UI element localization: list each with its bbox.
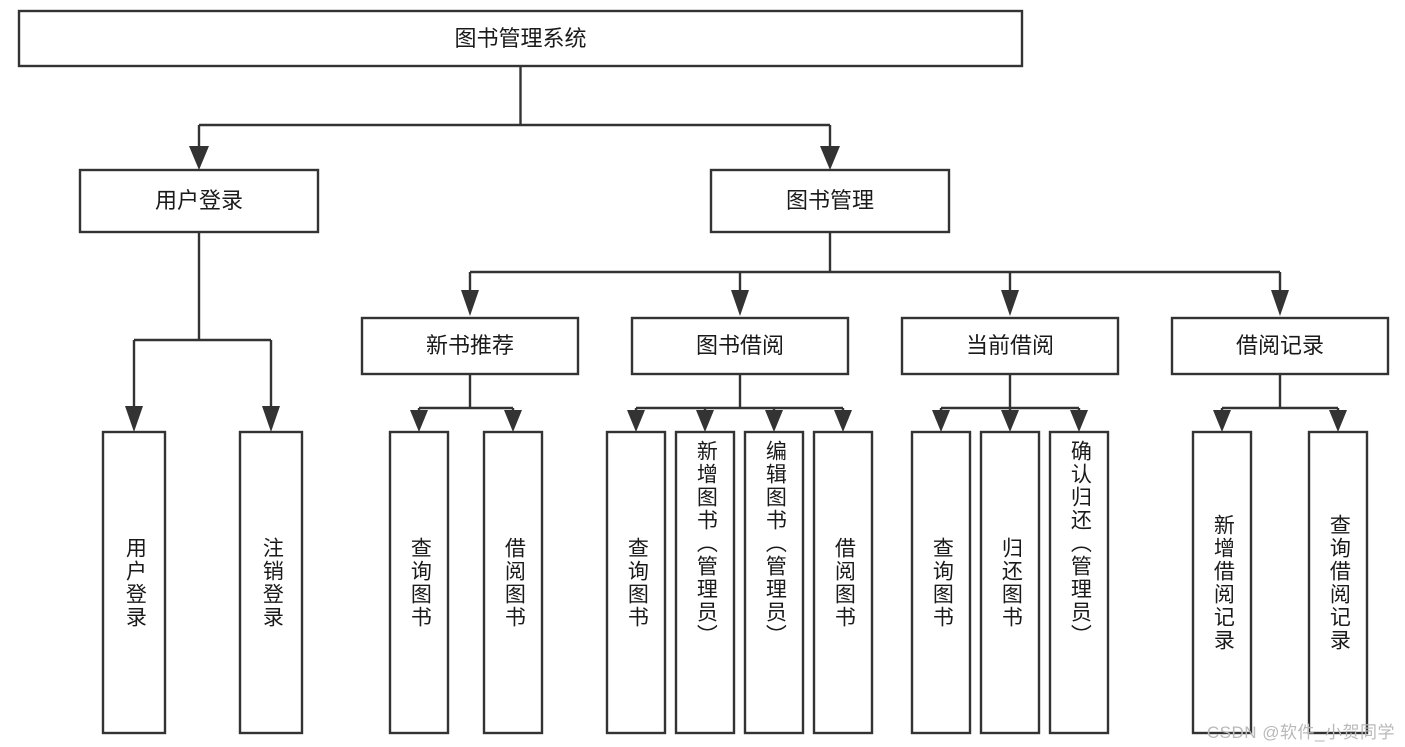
- leaf-boxes-user-login: [101, 430, 304, 735]
- leaf-box-new-book-1[interactable]: [388, 430, 450, 735]
- arrow-head-borrow-c3: [765, 410, 783, 432]
- leaf-box-borrow-record-1[interactable]: [1191, 430, 1253, 735]
- node-new-book-recommend-label: 新书推荐: [426, 333, 514, 358]
- node-user-login-box[interactable]: [78, 168, 320, 234]
- arrow-head-borrow-c1: [627, 410, 645, 432]
- leaf-box-book-borrow-1[interactable]: [605, 430, 667, 735]
- arrow-head-bookmgmt: [820, 146, 840, 170]
- node-book-borrow-box[interactable]: [630, 316, 850, 376]
- node-root-box[interactable]: [17, 9, 1024, 68]
- node-root[interactable]: 图书管理系统: [17, 9, 1024, 68]
- arrow-head-borrow-c2: [696, 410, 714, 432]
- node-user-login-label: 用户登录: [155, 188, 243, 213]
- node-book-management-box[interactable]: [709, 168, 951, 234]
- csdn-watermark: CSDN @软件_小贺同学: [1206, 723, 1395, 742]
- node-borrow-record-label: 借阅记录: [1236, 333, 1324, 358]
- arrow-head-record-c1: [1213, 410, 1231, 432]
- leaf-box-new-book-2[interactable]: [482, 430, 544, 735]
- connector-group-record: [1213, 374, 1347, 432]
- leaf-boxes-current-borrow: [910, 430, 1110, 735]
- arrow-head-level3-2: [731, 290, 749, 316]
- node-new-book-recommend[interactable]: 新书推荐: [360, 316, 580, 376]
- leaf-box-current-borrow-2[interactable]: [979, 430, 1041, 735]
- leaf-box-book-borrow-2[interactable]: [674, 430, 736, 735]
- arrow-head-borrow-c4: [834, 410, 852, 432]
- arrow-head-level3-4: [1271, 290, 1289, 316]
- leaf-box-user-login-1[interactable]: [101, 430, 167, 735]
- connector-group-root: [189, 66, 840, 170]
- node-book-management-label: 图书管理: [786, 188, 874, 213]
- arrow-head-userlogin: [189, 146, 209, 170]
- arrow-head-record-c2: [1329, 410, 1347, 432]
- leaf-box-borrow-record-2[interactable]: [1307, 430, 1369, 735]
- node-borrow-record-box[interactable]: [1170, 316, 1390, 376]
- leaf-box-book-borrow-4[interactable]: [812, 430, 874, 735]
- connector-group-borrow: [627, 374, 852, 432]
- leaf-box-current-borrow-3[interactable]: [1048, 430, 1110, 735]
- arrow-head-current-c3: [1070, 410, 1088, 432]
- node-user-login[interactable]: 用户登录: [78, 168, 320, 234]
- node-borrow-record[interactable]: 借阅记录: [1170, 316, 1390, 376]
- node-book-borrow[interactable]: 图书借阅: [630, 316, 850, 376]
- leaf-box-current-borrow-1[interactable]: [910, 430, 972, 735]
- arrow-head-current-c2: [1001, 410, 1019, 432]
- connector-group-userlogin: [125, 232, 280, 432]
- arrow-head-newbook-c2: [504, 410, 522, 432]
- leaf-boxes-book-borrow: [605, 430, 874, 735]
- leaf-boxes-borrow-record: [1191, 430, 1369, 735]
- arrow-head-level3-3: [1001, 290, 1019, 316]
- node-root-label: 图书管理系统: [454, 26, 586, 51]
- node-book-borrow-label: 图书借阅: [696, 333, 784, 358]
- leaf-boxes-new-book: [388, 430, 544, 735]
- node-book-management[interactable]: 图书管理: [709, 168, 951, 234]
- connector-group-new-book: [410, 374, 522, 432]
- leaf-box-user-login-2[interactable]: [238, 430, 304, 735]
- node-current-borrow-box[interactable]: [900, 316, 1120, 376]
- arrow-head-userlogin-c1: [125, 406, 143, 432]
- arrow-head-current-c1: [932, 410, 950, 432]
- connector-group-current: [932, 374, 1088, 432]
- leaf-box-book-borrow-3[interactable]: [743, 430, 805, 735]
- arrow-head-userlogin-c2: [262, 406, 280, 432]
- arrow-head-level3-1: [461, 290, 479, 316]
- node-current-borrow[interactable]: 当前借阅: [900, 316, 1120, 376]
- connector-group-bookmgmt: [461, 232, 1289, 316]
- node-new-book-recommend-box[interactable]: [360, 316, 580, 376]
- node-current-borrow-label: 当前借阅: [966, 333, 1054, 358]
- arrow-head-newbook-c1: [410, 410, 428, 432]
